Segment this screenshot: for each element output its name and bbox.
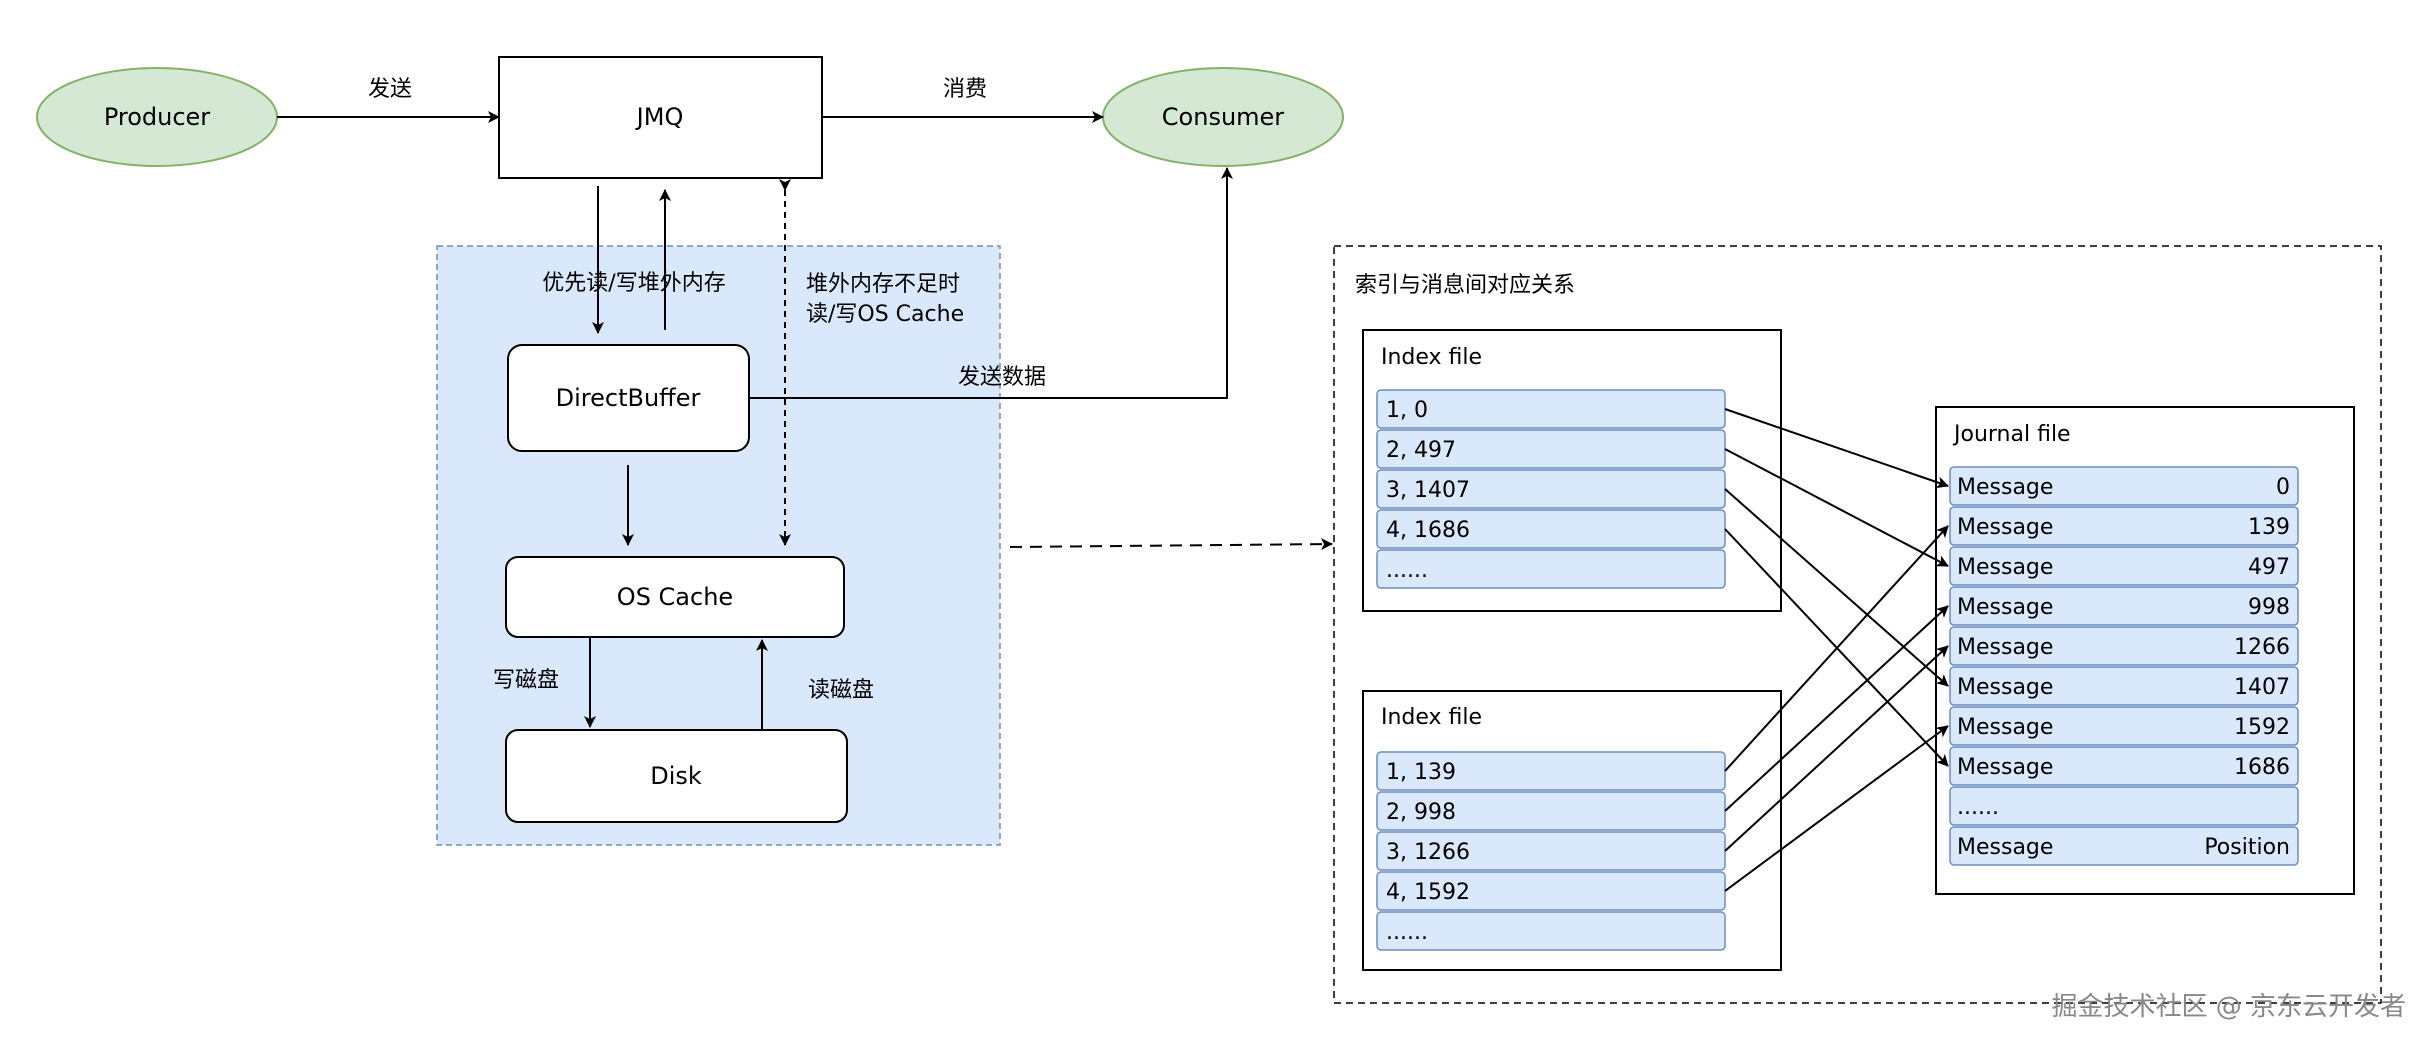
index-entry-label: 4, 1592 — [1386, 880, 1470, 905]
journal-row-label: Message — [1957, 475, 2053, 500]
edge-label-prefer-offheap: 优先读/写堆外内存 — [542, 271, 725, 296]
journal-row-label: Message — [1957, 635, 2053, 660]
journal-row-value: 497 — [2248, 555, 2290, 580]
edge-label-send-data: 发送数据 — [958, 365, 1046, 390]
index-link-line — [1724, 408, 1949, 489]
journal-row — [1949, 586, 2299, 626]
index-entry-label: 2, 998 — [1386, 800, 1456, 825]
index-file-2-title: Index file — [1381, 705, 1482, 730]
index-entry-label: 2, 497 — [1386, 438, 1456, 463]
index-link-line — [1724, 605, 1949, 812]
producer-label: Producer — [104, 103, 210, 131]
journal-file-title: Journal file — [1952, 422, 2071, 447]
watermark: 掘金技术社区 @ 京东云开发者 — [2051, 992, 2406, 1022]
journal-row-value: Position — [2204, 835, 2290, 860]
journal-row-value: 1407 — [2234, 675, 2290, 700]
journal-row-value: 1266 — [2234, 635, 2290, 660]
index-entry-label: 3, 1266 — [1386, 840, 1470, 865]
index-entry-label: 3, 1407 — [1386, 478, 1470, 503]
journal-row — [1949, 466, 2299, 506]
mapping-title: 索引与消息间对应关系 — [1355, 273, 1575, 298]
journal-row-label: Message — [1957, 595, 2053, 620]
journal-row-label: Message — [1957, 835, 2053, 860]
journal-row-value: 1686 — [2234, 755, 2290, 780]
mapping-region — [1333, 245, 2382, 1004]
edge-label-consume: 消费 — [943, 77, 987, 102]
index-link-line — [1724, 448, 1949, 567]
index-entry-label: ...... — [1386, 558, 1428, 583]
jmq-label: JMQ — [635, 103, 684, 131]
journal-row-value: 1592 — [2234, 715, 2290, 740]
edge-label-offheap-insufficient-2: 读/写OS Cache — [806, 302, 964, 327]
index-entry — [1376, 549, 1726, 589]
journal-row — [1949, 506, 2299, 546]
journal-row-label: Message — [1957, 675, 2053, 700]
oscache-label: OS Cache — [617, 583, 733, 611]
index-entry-label: 1, 139 — [1386, 760, 1456, 785]
index-link-line — [1724, 525, 1949, 772]
journal-row-label: ...... — [1957, 795, 1999, 820]
disk-label: Disk — [650, 762, 702, 790]
journal-row-label: Message — [1957, 515, 2053, 540]
journal-row — [1949, 826, 2299, 866]
journal-row-value: 139 — [2248, 515, 2290, 540]
index-link-line — [1724, 645, 1949, 852]
journal-row-label: Message — [1957, 715, 2053, 740]
journal-row-value: 0 — [2276, 475, 2290, 500]
index-file-1: Index file 1, 0 2, 497 3, 1407 4, 1686.....… — [1362, 329, 1782, 612]
index-journal-links — [1724, 408, 1949, 892]
edge-label-write-disk: 写磁盘 — [493, 668, 559, 693]
edge-label-read-disk: 读磁盘 — [808, 678, 874, 703]
journal-row — [1949, 706, 2299, 746]
index-entry-label: 1, 0 — [1386, 398, 1428, 423]
consumer-label: Consumer — [1162, 103, 1285, 131]
index-entry-label: ...... — [1386, 920, 1428, 945]
journal-row-label: Message — [1957, 755, 2053, 780]
index-link-line — [1724, 488, 1949, 687]
edge-label-offheap-insufficient-1: 堆外内存不足时 — [806, 272, 960, 297]
index-file-1-title: Index file — [1381, 345, 1482, 370]
edge-region-mapping-dashed — [1009, 538, 1333, 551]
journal-row-label: Message — [1957, 555, 2053, 580]
journal-row — [1949, 786, 2299, 826]
edge-directbuffer-consumer — [749, 167, 1233, 399]
index-file-2: Index file 1, 139 2, 998 3, 1266 4, 1592...… — [1362, 690, 1782, 971]
journal-row — [1949, 746, 2299, 786]
index-link-line — [1724, 725, 1949, 892]
journal-row — [1949, 626, 2299, 666]
index-entry — [1376, 389, 1726, 429]
edge-label-send: 发送 — [368, 77, 412, 102]
index-entry — [1376, 911, 1726, 951]
index-entry-label: 4, 1686 — [1386, 518, 1470, 543]
journal-row — [1949, 666, 2299, 706]
journal-row-value: 998 — [2248, 595, 2290, 620]
directbuffer-label: DirectBuffer — [556, 384, 701, 412]
oscache-node — [505, 556, 845, 638]
disk-node — [505, 729, 848, 823]
journal-row — [1949, 546, 2299, 586]
